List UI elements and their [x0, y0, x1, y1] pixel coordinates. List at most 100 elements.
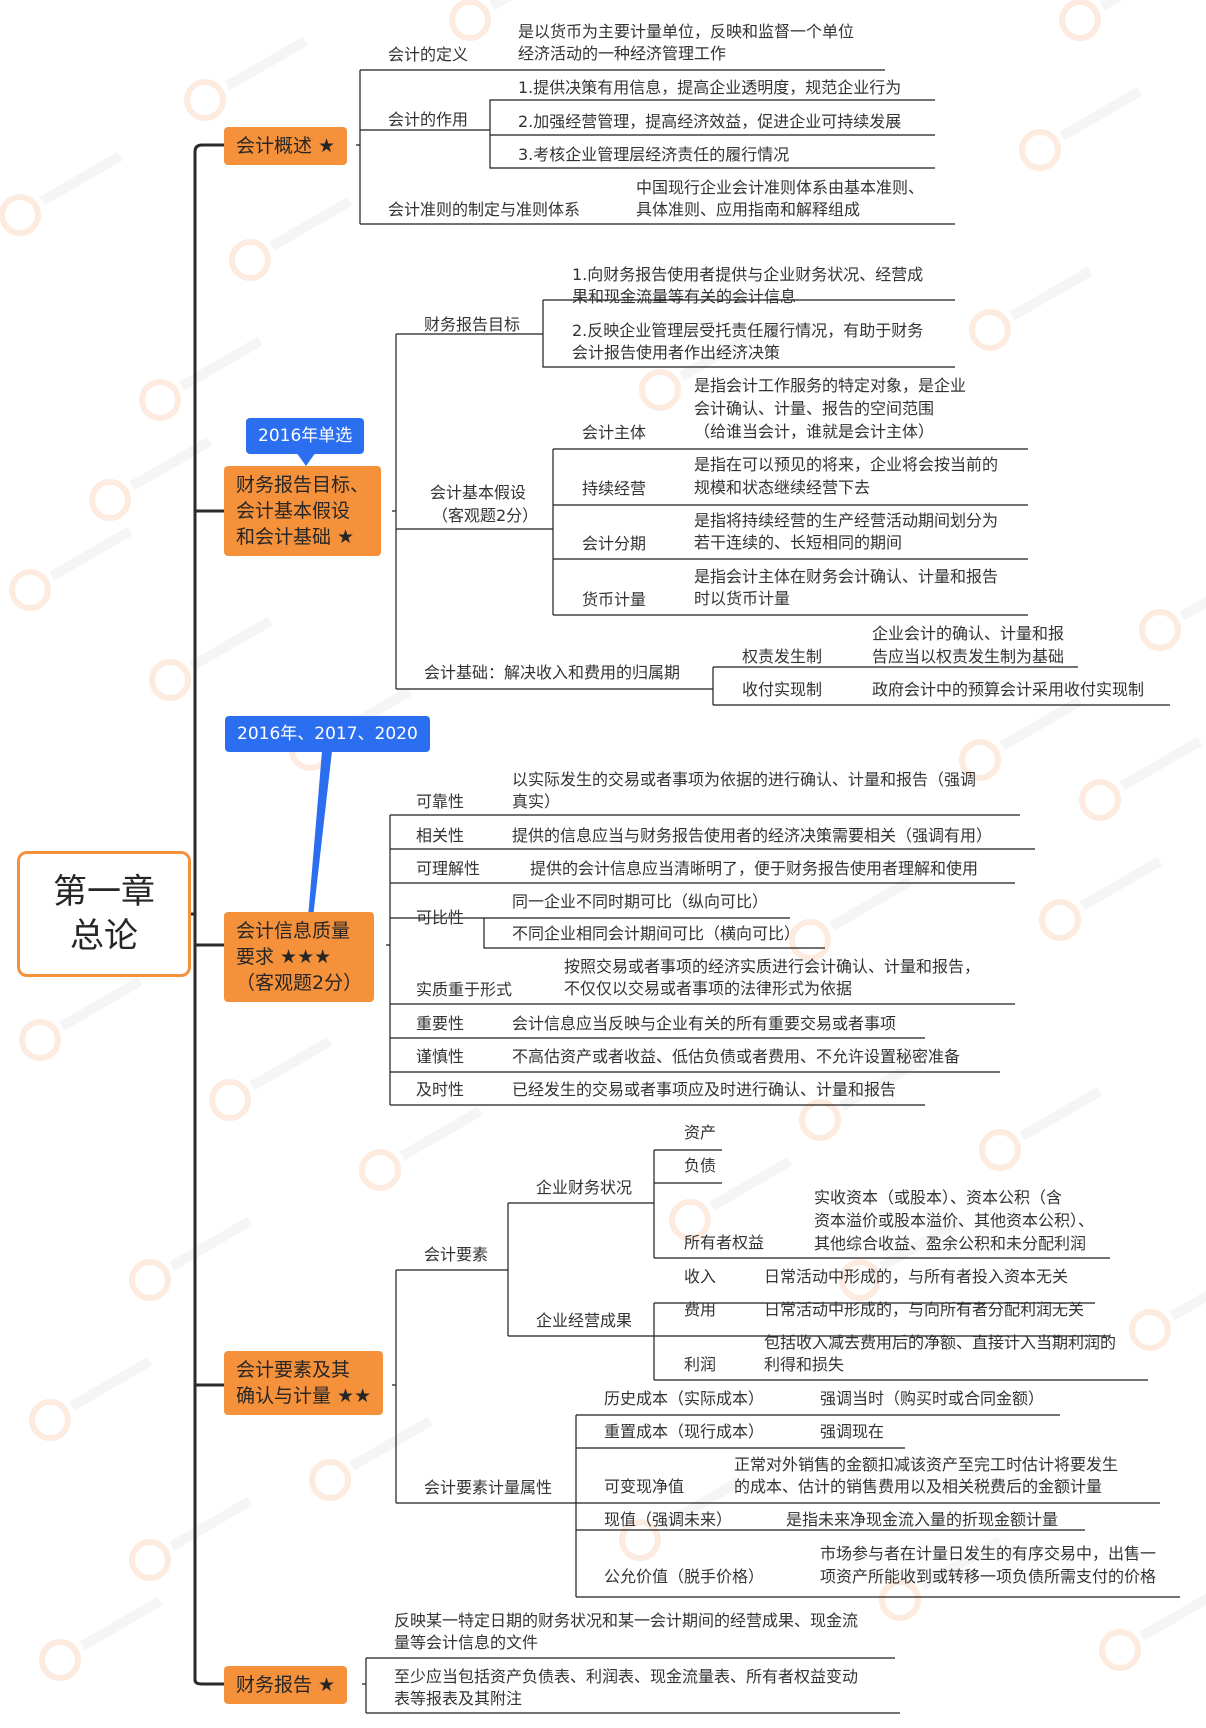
- label-historical-cost: 历史成本（实际成本）: [604, 1389, 765, 1408]
- watermark-band: [1009, 266, 1093, 321]
- main-trunk: [191, 143, 224, 1686]
- root-node[interactable]: 第一章 总论: [17, 851, 191, 977]
- watermark-mark: [29, 1399, 71, 1441]
- label-assets: 资产: [684, 1123, 717, 1142]
- watermark-band: [1079, 856, 1163, 911]
- s3-title-1: 会计信息质量: [236, 920, 351, 942]
- text-historical-cost: 强调当时（购买时或合同金额）: [820, 1389, 1045, 1408]
- watermark-mark: [129, 1259, 171, 1301]
- node-accounting-overview[interactable]: 会计概述 ★: [224, 127, 348, 165]
- text-nrv-2: 的成本、估计的销售费用以及相关税费后的金额计量: [734, 1477, 1103, 1496]
- watermark-mark: [1129, 1309, 1171, 1351]
- watermark-band: [1099, 0, 1183, 11]
- watermark-mark: [979, 1129, 1021, 1171]
- text-understandability: 提供的会计信息应当清晰明了，便于财务报告使用者理解和使用: [530, 859, 979, 878]
- watermark-band: [349, 1416, 433, 1471]
- label-accounting-basis: 会计基础：解决收入和费用的归属期: [424, 663, 681, 682]
- text-equity-3: 其他综合收益、盈余公积和未分配利润: [814, 1234, 1087, 1253]
- root-title: 第一章: [53, 872, 155, 912]
- text-role-3: 3.考核企业管理层经济责任的履行情况: [518, 145, 790, 164]
- tag-pointer-2016: [296, 452, 316, 466]
- text-money-1: 是指会计主体在财务会计确认、计量和报告: [694, 567, 999, 586]
- text-accrual-1: 企业会计的确认、计量和报: [872, 624, 1065, 643]
- text-entity-2: 会计确认、计量、报告的空间范围: [694, 399, 935, 418]
- watermark-mark: [149, 659, 191, 701]
- node-objectives-assumptions[interactable]: 财务报告目标、 会计基本假设 和会计基础 ★: [224, 466, 382, 556]
- exam-tag-multi-year: 2016年、2017、2020: [225, 716, 430, 752]
- watermark-band: [1119, 736, 1203, 791]
- watermark-mark: [229, 239, 271, 281]
- text-reliability-2: 真实）: [512, 792, 561, 811]
- watermark-mark: [19, 1019, 61, 1061]
- label-replacement-cost: 重置成本（现行成本）: [604, 1422, 765, 1441]
- node-financial-report[interactable]: 财务报告 ★: [224, 1666, 348, 1704]
- label-period: 会计分期: [582, 534, 647, 553]
- text-materiality: 会计信息应当反映与企业有关的所有重要交易或者事项: [512, 1014, 897, 1033]
- text-cash-basis: 政府会计中的预算会计采用收付实现制: [872, 680, 1145, 699]
- watermark-mark: [1059, 0, 1101, 41]
- watermark-mark: [1019, 129, 1061, 171]
- label-relevance: 相关性: [416, 826, 465, 845]
- text-accrual-2: 告应当以权责发生制为基础: [872, 647, 1065, 666]
- watermark-band: [169, 1496, 253, 1551]
- node-information-quality[interactable]: 会计信息质量 要求 ★★★ （客观题2分）: [224, 912, 375, 1002]
- watermark-band: [999, 696, 1083, 751]
- watermark-mark: [969, 309, 1011, 351]
- s3-title-3: （客观题2分）: [236, 972, 363, 994]
- text-equity-2: 资本溢价或股本溢价、其他资本公积）、: [814, 1211, 1095, 1230]
- text-std-2: 具体准则、应用指南和解释组成: [636, 200, 861, 219]
- text-def-2: 经济活动的一种经济管理工作: [518, 44, 727, 63]
- watermark-mark: [139, 379, 181, 421]
- text-obj2-2: 会计报告使用者作出经济决策: [572, 343, 781, 362]
- watermark-mark: [1079, 779, 1121, 821]
- text-reliability-1: 以实际发生的交易或者事项为依据的进行确认、计量和报告（强调: [512, 770, 977, 789]
- watermark-mark: [39, 1639, 81, 1681]
- watermark-band: [169, 1216, 253, 1271]
- watermark-band: [399, 1106, 483, 1161]
- label-basic-assumptions: 会计基本假设: [430, 483, 527, 502]
- label-reliability: 可靠性: [416, 792, 465, 811]
- label-materiality: 重要性: [416, 1014, 465, 1033]
- tag-pointer-multi-year: [308, 751, 332, 918]
- watermark-band: [1139, 1586, 1206, 1641]
- watermark-mark: [129, 1539, 171, 1581]
- exam-tag-2016: 2016年单选: [246, 418, 365, 454]
- watermark-band: [489, 0, 573, 11]
- text-period-1: 是指将持续经营的生产经营活动期间划分为: [694, 511, 999, 530]
- text-entity-1: 是指会计工作服务的特定对象，是企业: [694, 376, 967, 395]
- watermark-band: [1179, 566, 1206, 621]
- label-present-value: 现值（强调未来）: [604, 1510, 733, 1529]
- label-accrual: 权责发生制: [742, 647, 823, 666]
- watermark-mark: [9, 569, 51, 611]
- text-going-2: 规模和状态继续经营下去: [694, 478, 871, 497]
- watermark-band: [224, 36, 308, 91]
- root-subtitle: 总论: [70, 916, 138, 956]
- watermark-band: [1019, 1086, 1103, 1141]
- watermark-band: [189, 616, 273, 671]
- text-substance-1: 按照交易或者事项的经济实质进行会计确认、计量和报告，: [564, 957, 981, 976]
- watermark-mark: [799, 1099, 841, 1141]
- s2-title-2: 会计基本假设: [236, 500, 351, 522]
- watermark-band: [69, 1356, 153, 1411]
- watermark-band: [269, 196, 353, 251]
- label-revenue: 收入: [684, 1267, 717, 1286]
- label-fair-value: 公允价值（脱手价格）: [604, 1567, 765, 1586]
- label-profit: 利润: [684, 1355, 717, 1374]
- watermark-band: [709, 1156, 793, 1211]
- node-elements-measurement[interactable]: 会计要素及其 确认与计量 ★★: [224, 1351, 384, 1415]
- label-net-realizable-value: 可变现净值: [604, 1477, 685, 1496]
- text-money-2: 时以货币计量: [694, 589, 791, 608]
- watermark-band: [829, 876, 913, 931]
- watermark-mark: [1139, 609, 1181, 651]
- label-monetary: 货币计量: [582, 590, 647, 609]
- label-liabilities: 负债: [684, 1156, 717, 1175]
- watermark-mark: [89, 479, 131, 521]
- text-role-1: 1.提供决策有用信息，提高企业透明度，规范企业行为: [518, 78, 902, 97]
- watermark-mark: [1039, 899, 1081, 941]
- text-obj1-1: 1.向财务报告使用者提供与企业财务状况、经营成: [572, 265, 924, 284]
- text-replacement-cost: 强调现在: [820, 1422, 885, 1441]
- watermark-mark: [359, 1149, 401, 1191]
- watermark-band: [129, 436, 213, 491]
- label-report-objective: 财务报告目标: [424, 315, 521, 334]
- watermark-band: [179, 336, 263, 391]
